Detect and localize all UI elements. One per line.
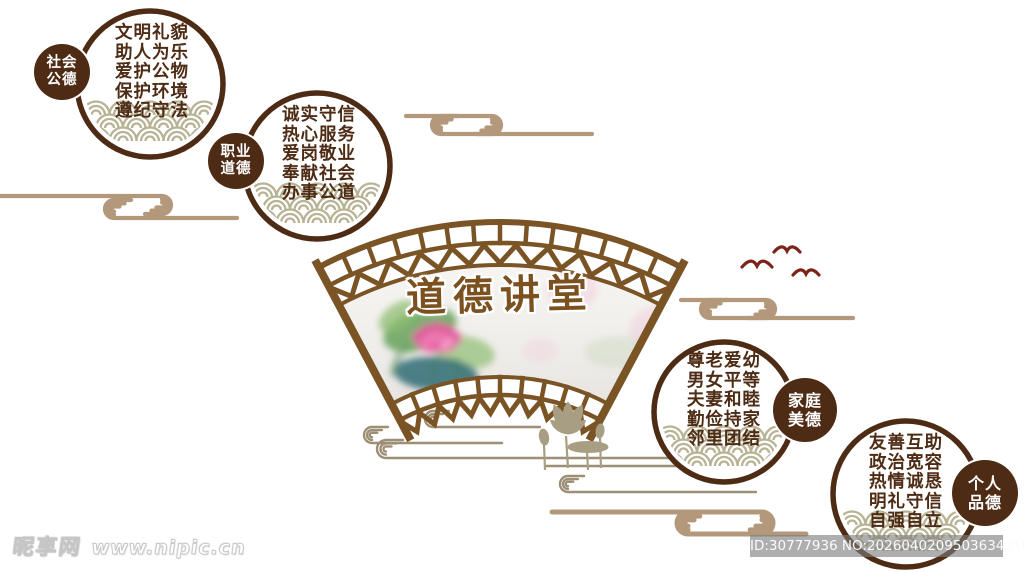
virtue-text-social: 文明礼貌 助人为乐 爱护公物 保护环境 遵纪守法 <box>82 23 222 122</box>
cloud-motif <box>678 297 856 321</box>
virtue-line: 热情诚恳 <box>869 472 943 492</box>
virtue-label-social: 社会 公德 <box>34 44 90 100</box>
virtue-line: 遵纪守法 <box>115 101 189 121</box>
fan-window <box>311 219 689 443</box>
virtue-line: 明礼守信 <box>869 491 943 512</box>
virtue-line: 夫妻和睦 <box>687 390 761 410</box>
virtue-label-professional: 职业 道德 <box>208 133 264 189</box>
virtue-line: 文明礼貌 <box>115 23 189 43</box>
virtue-line: 助人为乐 <box>115 42 189 63</box>
birds-icon <box>740 245 821 278</box>
virtue-line: 爱岗敬业 <box>282 144 356 164</box>
cloud-motif <box>403 113 595 137</box>
cloud-motif <box>0 193 240 221</box>
virtue-line: 爱护公物 <box>115 62 189 82</box>
site-logo-text: 昵享网 <box>11 535 84 560</box>
virtue-text-personal: 友善互助 政治宽容 热情诚恳 明礼守信 自强自立 <box>836 433 976 532</box>
virtue-line: 保护环境 <box>115 81 189 102</box>
virtue-line: 男女平等 <box>687 370 761 391</box>
virtue-line: 热心服务 <box>282 124 356 145</box>
virtue-line: 邻里团结 <box>687 429 761 449</box>
watermark-id-bar: ID:30777936 NO:20260402095036349105 <box>750 535 1024 557</box>
lotus-icon <box>538 401 609 471</box>
site-url-text: www.nipic.cn <box>90 537 248 560</box>
fan-title: 道德讲堂 <box>405 269 595 322</box>
virtue-line: 友善互助 <box>869 433 943 453</box>
virtue-line: 勤俭持家 <box>687 409 761 430</box>
virtue-label-personal: 个人 品德 <box>952 460 1018 526</box>
virtue-line: 办事公道 <box>282 183 356 203</box>
virtue-line: 政治宽容 <box>869 452 943 473</box>
virtue-label-family: 家庭 美德 <box>773 378 837 442</box>
virtue-text-professional: 诚实守信 热心服务 爱岗敬业 奉献社会 办事公道 <box>249 105 389 204</box>
virtue-line: 奉献社会 <box>282 163 356 184</box>
virtue-line: 诚实守信 <box>282 105 356 125</box>
virtue-line: 自强自立 <box>869 511 943 531</box>
virtue-line: 尊老爱幼 <box>687 351 761 371</box>
virtue-text-family: 尊老爱幼 男女平等 夫妻和睦 勤俭持家 邻里团结 <box>654 351 794 450</box>
cloud-motif <box>549 509 809 537</box>
watermark-site: 昵享网 www.nipic.cn <box>11 531 248 561</box>
